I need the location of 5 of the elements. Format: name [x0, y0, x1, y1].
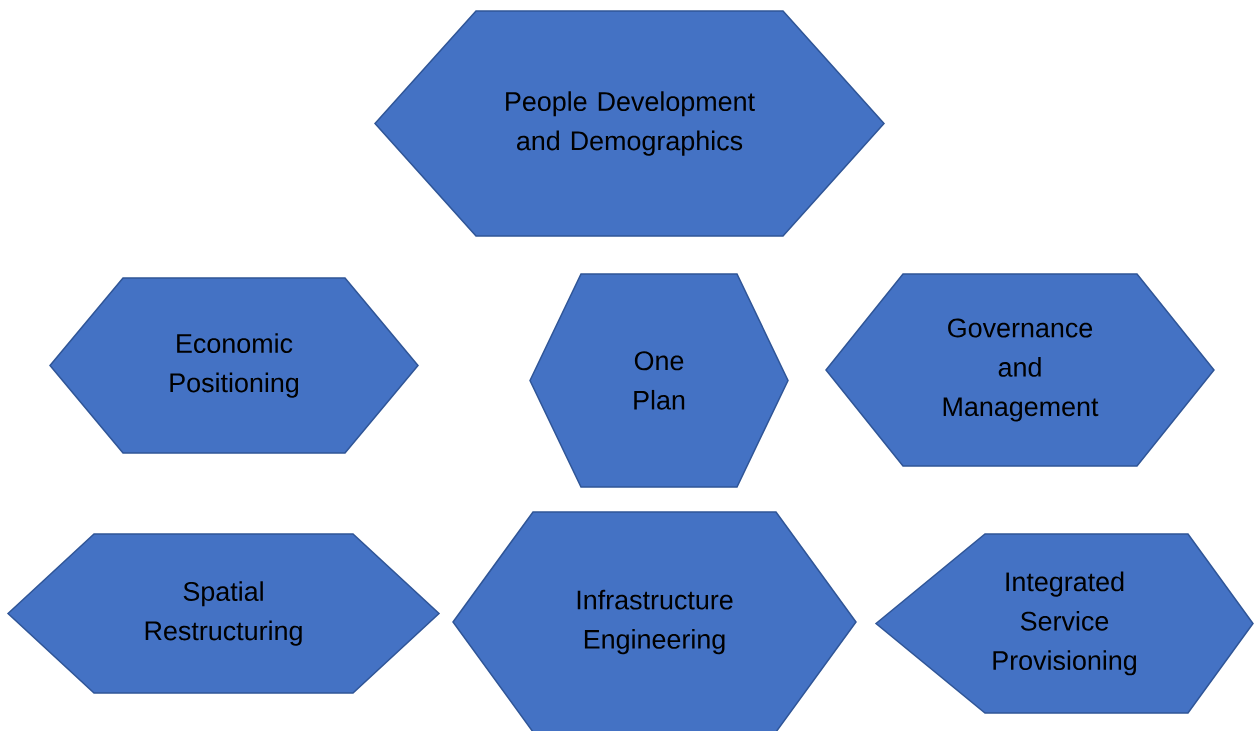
- hexagon: One Plan: [529, 273, 789, 488]
- hexagon: Infrastructure Engineering: [452, 511, 857, 731]
- hexagon: Governance and Management: [825, 273, 1215, 467]
- hexagon: People Development and Demographics: [374, 10, 885, 237]
- hexagon: Economic Positioning: [49, 277, 419, 454]
